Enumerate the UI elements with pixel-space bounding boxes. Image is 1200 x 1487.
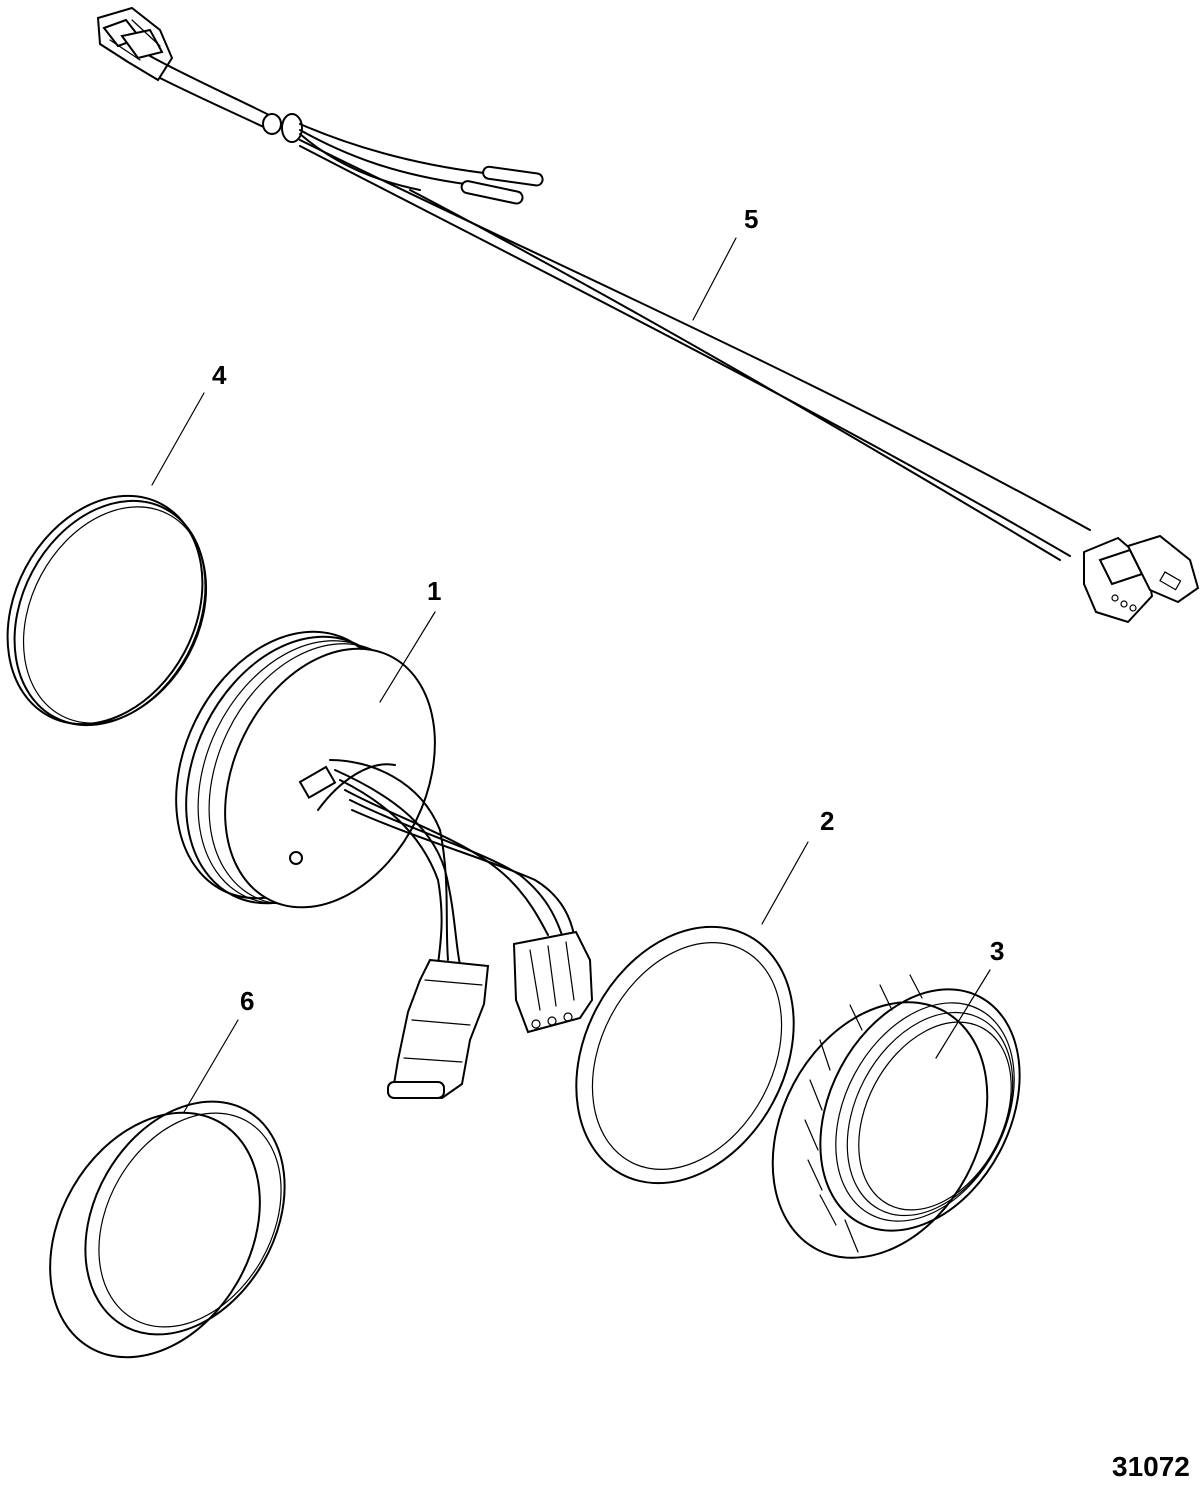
leader-line-1	[379, 611, 436, 703]
leader-line-4	[151, 392, 205, 486]
callout-5: 5	[744, 204, 758, 234]
gauge-connector-right	[512, 930, 594, 1034]
harness-connector-bottom	[1083, 534, 1200, 624]
callout-3: 3	[990, 936, 1004, 966]
figure-number: 31072	[1112, 1451, 1190, 1482]
callout-4: 4	[212, 360, 227, 390]
callout-2: 2	[820, 806, 834, 836]
callout-6: 6	[240, 986, 254, 1016]
part-3-mounting-nut	[771, 969, 1021, 1259]
harness-connector-top	[96, 6, 174, 82]
part-2-gasket	[575, 841, 809, 1185]
leader-line-2	[761, 841, 809, 925]
gauge-connector-left	[387, 958, 490, 1100]
leader-line-6	[183, 1019, 239, 1113]
part-6-cup	[49, 1019, 286, 1359]
part-5-wiring-harness	[96, 6, 1200, 624]
part-1-gauge-body	[175, 611, 594, 1100]
leader-line-3	[935, 969, 991, 1059]
callout-1: 1	[427, 576, 441, 606]
part-4-bezel-ring	[6, 392, 208, 727]
leader-line-5	[692, 237, 737, 321]
